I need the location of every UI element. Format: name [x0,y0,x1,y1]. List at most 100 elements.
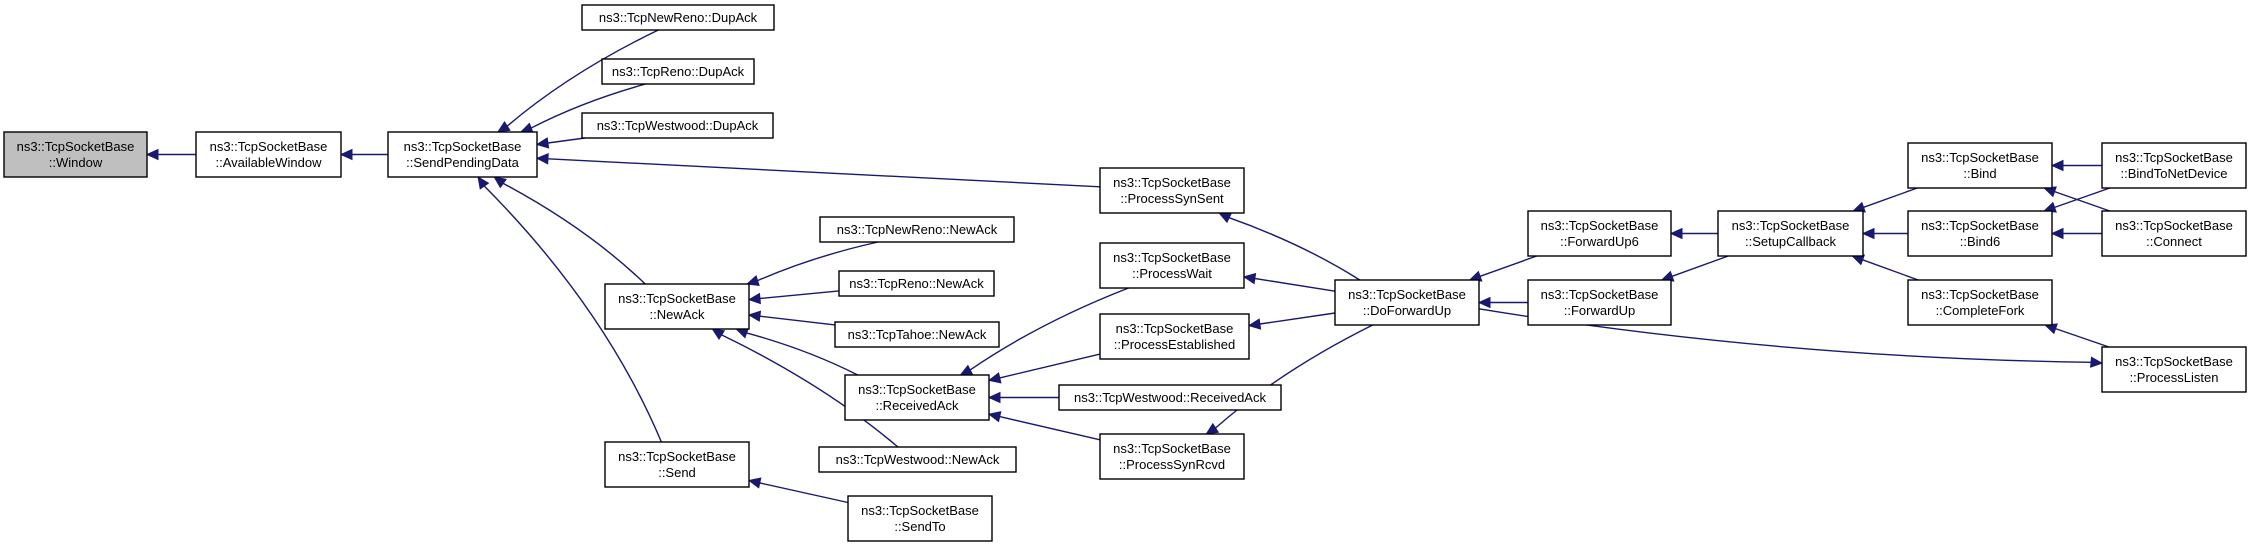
node-box [1717,210,1864,257]
edge-newreno-dupack-to-sendpending [506,29,659,127]
node-reno-dupack[interactable]: ns3::TcpReno::DupAck [601,58,755,85]
node-box [581,112,774,139]
edge-newack-to-sendpending [502,182,646,285]
edge-westwood-dupack-to-sendpending [547,137,585,144]
arrowhead [747,310,762,322]
node-label: ::BindToNetDevice [2121,166,2228,181]
node-label: ::NewAck [650,307,705,322]
node-tahoe-newack[interactable]: ns3::TcpTahoe::NewAck [834,321,1000,348]
node-box [1058,384,1282,411]
edge-processestablished-to-receivedack [999,353,1101,379]
node-label: ns3::TcpSocketBase [1921,150,2039,165]
node-processsynrcvd[interactable]: ns3::TcpSocketBase::ProcessSynRcvd [1099,433,1245,480]
node-box [1099,242,1245,289]
arrowhead [2090,356,2104,368]
node-receivedack[interactable]: ns3::TcpSocketBase::ReceivedAck [844,374,990,421]
arrowhead [493,176,507,189]
node-box [601,58,755,85]
node-forwardup[interactable]: ns3::TcpSocketBase::ForwardUp [1527,279,1672,326]
node-processwait[interactable]: ns3::TcpSocketBase::ProcessWait [1099,242,1245,289]
arrowhead [496,120,511,133]
arrowhead [2050,227,2064,240]
node-label: ::Bind [1963,166,1996,181]
node-box [834,321,1000,348]
node-label: ::SendTo [894,519,945,534]
arrowhead [1205,422,1220,435]
edge-doforwardup-to-processwait [1254,277,1336,292]
node-sendto[interactable]: ns3::TcpSocketBase::SendTo [847,495,993,542]
node-westwood-newack[interactable]: ns3::TcpWestwood::NewAck [818,446,1017,473]
node-connect[interactable]: ns3::TcpSocketBase::Connect [2101,210,2247,257]
node-reno-newack[interactable]: ns3::TcpReno::NewAck [838,270,995,297]
edge-setupcallback-to-forwardup [1671,255,1729,277]
node-sendpending[interactable]: ns3::TcpSocketBase::SendPendingData [387,131,538,178]
node-processsynsent[interactable]: ns3::TcpSocketBase::ProcessSynSent [1099,167,1245,214]
node-label: ::ForwardUp [1564,303,1636,318]
node-layer: ns3::TcpSocketBase::Windowns3::TcpSocket… [3,4,2247,542]
arrowhead [1218,212,1233,224]
node-label: ns3::TcpReno::NewAck [849,276,984,291]
node-bind6[interactable]: ns3::TcpSocketBase::Bind6 [1907,210,2053,257]
node-send[interactable]: ns3::TcpSocketBase::Send [604,441,750,488]
node-processlisten[interactable]: ns3::TcpSocketBase::ProcessListen [2101,346,2247,393]
node-label: ns3::TcpSocketBase [1921,287,2039,302]
node-completefork[interactable]: ns3::TcpSocketBase::CompleteFork [1907,279,2053,326]
node-label: ns3::TcpSocketBase [1113,250,1231,265]
edge-reno-dupack-to-sendpending [530,83,646,129]
arrowhead [987,372,1002,384]
node-label: ns3::TcpSocketBase [1541,287,1659,302]
edge-bind-to-setupcallback [1863,187,1918,208]
arrowhead [145,148,159,161]
node-newack[interactable]: ns3::TcpSocketBase::NewAck [604,283,750,330]
node-label: ::ReceivedAck [875,398,959,413]
node-label: ns3::TcpSocketBase [2115,150,2233,165]
arrowhead [339,148,353,161]
node-box [2101,210,2247,257]
arrowhead [1669,227,1683,240]
node-westwood-receivedack[interactable]: ns3::TcpWestwood::ReceivedAck [1058,384,1282,411]
edge-westwood-newack-to-newack [721,334,899,448]
arrowhead [1247,318,1262,330]
node-window[interactable]: ns3::TcpSocketBase::Window [3,131,148,178]
node-setupcallback[interactable]: ns3::TcpSocketBase::SetupCallback [1717,210,1864,257]
edge-bindtonetdevice-to-bind6 [2054,187,2111,209]
arrowhead [747,292,761,305]
node-box [195,131,342,178]
node-label: ns3::TcpNewReno::DupAck [599,10,758,25]
node-newreno-newack[interactable]: ns3::TcpNewReno::NewAck [819,216,1015,243]
edge-send-to-sendpending [483,185,663,443]
node-processestablished[interactable]: ns3::TcpSocketBase::ProcessEstablished [1099,313,1250,360]
node-box [3,131,148,178]
edge-receivedack-to-newack [746,332,859,376]
edge-sendto-to-send [759,482,849,504]
node-label: ns3::TcpSocketBase [2115,354,2233,369]
node-label: ::ForwardUp6 [1560,234,1639,249]
node-box [581,4,775,31]
node-label: ns3::TcpTahoe::NewAck [848,327,987,342]
arrowhead [711,328,726,341]
node-label: ns3::TcpWestwood::NewAck [836,452,1000,467]
node-label: ::SetupCallback [1745,234,1837,249]
node-availwin[interactable]: ns3::TcpSocketBase::AvailableWindow [195,131,342,178]
node-forwardup6[interactable]: ns3::TcpSocketBase::ForwardUp6 [1527,210,1672,257]
arrowhead [959,364,974,376]
node-box [1527,210,1672,257]
node-doforwardup[interactable]: ns3::TcpSocketBase::DoForwardUp [1334,279,1480,326]
arrowhead [535,153,549,165]
node-box [1907,142,2053,189]
node-bindtonetdevice[interactable]: ns3::TcpSocketBase::BindToNetDevice [2101,142,2247,189]
node-label: ::SendPendingData [406,155,520,170]
node-label: ns3::TcpWestwood::DupAck [597,118,759,133]
node-box [2101,142,2247,189]
node-label: ns3::TcpSocketBase [618,449,736,464]
node-newreno-dupack[interactable]: ns3::TcpNewReno::DupAck [581,4,775,31]
edge-forwardup6-to-doforwardup [1479,255,1537,277]
node-label: ::DoForwardUp [1363,303,1451,318]
node-bind[interactable]: ns3::TcpSocketBase::Bind [1907,142,2053,189]
arrowhead [987,391,1001,404]
node-label: ns3::TcpSocketBase [210,139,328,154]
node-label: ns3::TcpSocketBase [861,503,979,518]
node-westwood-dupack[interactable]: ns3::TcpWestwood::DupAck [581,112,774,139]
node-label: ns3::TcpSocketBase [1348,287,1466,302]
